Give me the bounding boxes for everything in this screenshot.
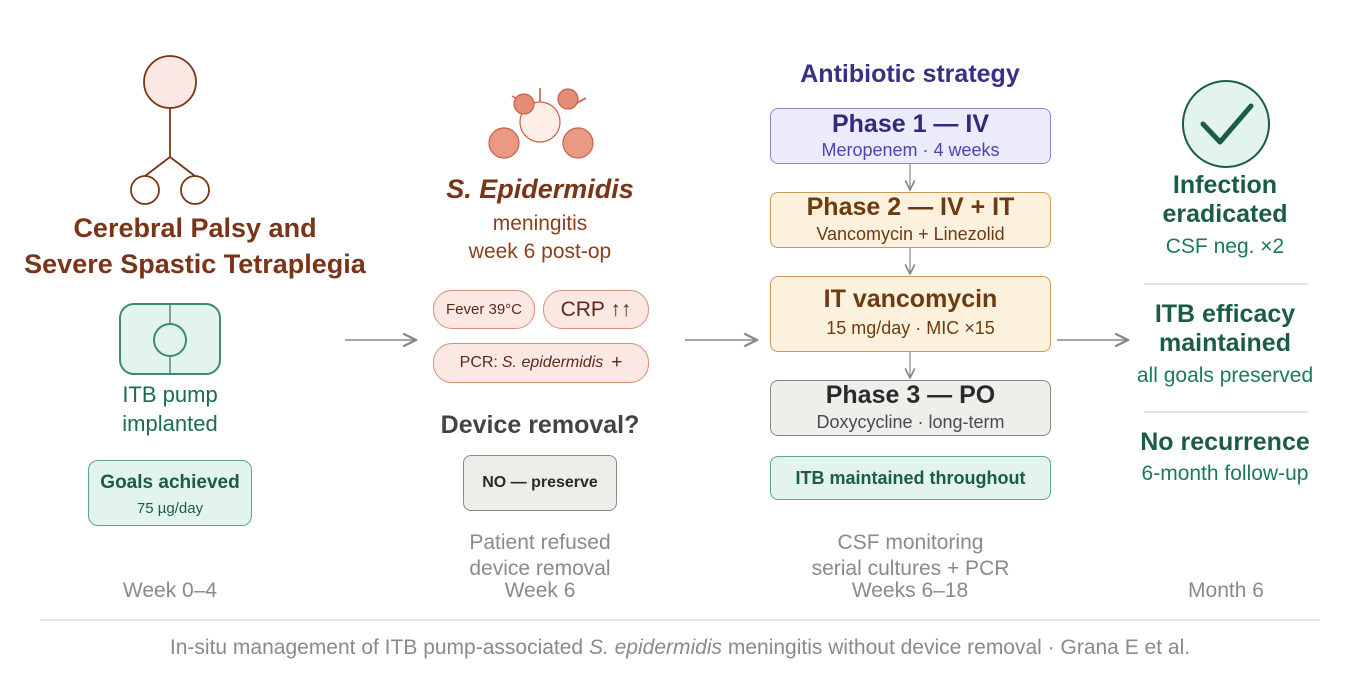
- checkmark-icon: [1182, 80, 1270, 168]
- footer-caption: In-situ management of ITB pump-associate…: [169, 636, 1191, 659]
- phase3-title: Phase 3 — PO: [825, 381, 996, 409]
- decision-answer-box: NO — preserve: [463, 455, 617, 511]
- goals-title: Goals achieved: [100, 472, 240, 493]
- timeline-weeks-6-18: Weeks 6–18: [851, 579, 969, 602]
- csf-monitoring-note: CSF monitoring serial cultures + PCR: [811, 531, 1010, 580]
- result-infection-eradicated: Infection eradicated: [1162, 171, 1288, 228]
- result-goals-preserved: all goals preserved: [1136, 364, 1314, 387]
- bacteria-icon: [488, 88, 594, 159]
- diagnosis-title: Cerebral Palsy and Severe Spastic Tetrap…: [24, 213, 366, 279]
- crp-pill: CRP ↑↑: [543, 290, 649, 329]
- pcr-result: +: [611, 352, 623, 373]
- phase1-box: Phase 1 — IV Meropenem · 4 weeks: [770, 108, 1051, 164]
- refusal-note: Patient refused device removal: [469, 531, 611, 580]
- phase1-detail: Meropenem · 4 weeks: [821, 140, 1000, 160]
- it-vancomycin-box: IT vancomycin 15 mg/day · MIC ×15: [770, 276, 1051, 352]
- pcr-pill: PCR: S. epidermidis +: [433, 343, 649, 383]
- result-follow-up: 6-month follow-up: [1141, 462, 1309, 485]
- infection-subtitle: meningitis week 6 post-op: [468, 212, 612, 263]
- phase2-detail: Vancomycin + Linezolid: [816, 224, 1005, 244]
- phase2-box: Phase 2 — IV + IT Vancomycin + Linezolid: [770, 192, 1051, 248]
- fever-pill: Fever 39°C: [433, 290, 535, 329]
- result-itb-efficacy: ITB efficacy maintained: [1154, 300, 1296, 357]
- antibiotic-strategy-title: Antibiotic strategy: [800, 60, 1020, 88]
- result-no-recurrence: No recurrence: [1140, 428, 1310, 456]
- phase3-detail: Doxycycline · long-term: [816, 412, 1005, 432]
- decision-question: Device removal?: [440, 411, 640, 439]
- phase2-title: Phase 2 — IV + IT: [806, 193, 1015, 221]
- it-vancomycin-title: IT vancomycin: [823, 285, 998, 313]
- phase1-title: Phase 1 — IV: [831, 110, 990, 138]
- organism-title: S. Epidermidis: [446, 174, 634, 204]
- itb-maintained-box: ITB maintained throughout: [770, 456, 1051, 500]
- pcr-organism: S. epidermidis: [501, 354, 604, 371]
- patient-figure-icon: [130, 55, 210, 205]
- timeline-week-0-4: Week 0–4: [122, 579, 218, 602]
- pump-label: ITB pump implanted: [122, 382, 218, 436]
- itb-pump-icon: [119, 303, 221, 375]
- timeline-month-6: Month 6: [1188, 579, 1264, 602]
- goals-box: Goals achieved 75 µg/day: [88, 460, 252, 526]
- goals-dose: 75 µg/day: [136, 500, 204, 517]
- phase3-box: Phase 3 — PO Doxycycline · long-term: [770, 380, 1051, 436]
- pcr-prefix: PCR:: [459, 354, 498, 371]
- it-vancomycin-detail: 15 mg/day · MIC ×15: [826, 318, 995, 338]
- result-csf-negative: CSF neg. ×2: [1165, 235, 1285, 258]
- timeline-week-6: Week 6: [504, 579, 576, 602]
